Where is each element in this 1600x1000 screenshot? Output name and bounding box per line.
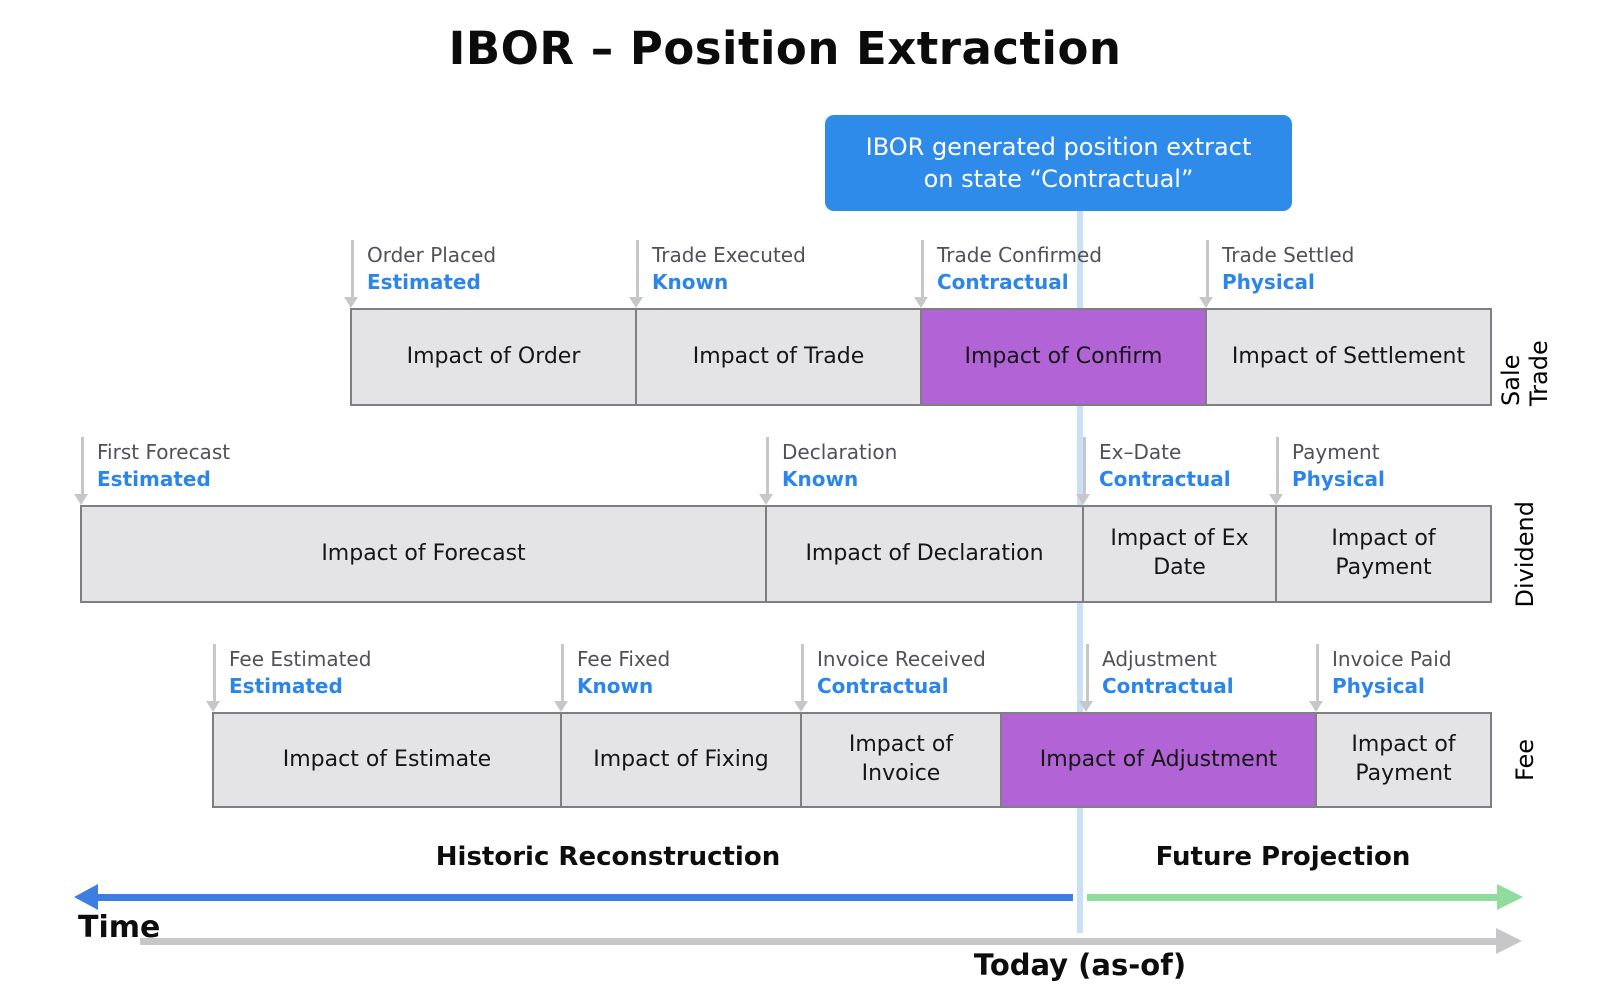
- today-asof-label: Today (as-of): [973, 948, 1187, 982]
- event-state: Physical: [1292, 467, 1385, 491]
- event-state: Known: [782, 467, 859, 491]
- historic-reconstruction-label: Historic Reconstruction: [435, 842, 781, 872]
- impact-segment: Impact of Invoice: [800, 712, 1002, 808]
- impact-segment: Impact of Trade: [635, 308, 922, 406]
- event-marker-arrow-icon: [206, 701, 220, 712]
- row-label: Sale Trade: [1497, 340, 1553, 406]
- future-arrow-head-icon: [1497, 884, 1523, 910]
- event-marker-line: [921, 240, 924, 297]
- event-marker-line: [1276, 437, 1279, 494]
- row-label: Dividend: [1511, 500, 1539, 608]
- impact-segment: Impact of Fixing: [560, 712, 802, 808]
- event-marker-line: [213, 644, 216, 701]
- event-state: Known: [652, 270, 729, 294]
- row-label-wrap: Sale Trade: [1497, 308, 1553, 406]
- event-marker-arrow-icon: [74, 494, 88, 505]
- callout-line-2: on state “Contractual”: [923, 165, 1194, 193]
- event-marker-line: [351, 240, 354, 297]
- event-marker-line: [81, 437, 84, 494]
- event-marker-arrow-icon: [1309, 701, 1323, 712]
- event-name: Ex–Date: [1099, 440, 1182, 464]
- event-state: Contractual: [817, 674, 949, 698]
- event-state: Known: [577, 674, 654, 698]
- event-marker-line: [561, 644, 564, 701]
- event-marker-line: [1206, 240, 1209, 297]
- impact-segment: Impact of Payment: [1315, 712, 1492, 808]
- event-marker-arrow-icon: [554, 701, 568, 712]
- event-state: Estimated: [367, 270, 481, 294]
- event-name: Invoice Paid: [1332, 647, 1452, 671]
- event-name: Order Placed: [367, 243, 497, 267]
- event-state: Physical: [1332, 674, 1425, 698]
- event-state: Estimated: [229, 674, 343, 698]
- event-marker-arrow-icon: [1076, 494, 1090, 505]
- event-marker-arrow-icon: [629, 297, 643, 308]
- row-label: Fee: [1511, 738, 1539, 782]
- event-marker-line: [1086, 644, 1089, 701]
- event-marker-line: [1083, 437, 1086, 494]
- historic-arrow-head-icon: [74, 884, 98, 910]
- event-marker-arrow-icon: [344, 297, 358, 308]
- event-marker-line: [1316, 644, 1319, 701]
- event-name: Fee Fixed: [577, 647, 671, 671]
- impact-segment: Impact of Estimate: [212, 712, 562, 808]
- event-marker-line: [766, 437, 769, 494]
- row-label-wrap: Fee: [1498, 712, 1552, 808]
- event-name: Fee Estimated: [229, 647, 372, 671]
- event-name: Declaration: [782, 440, 898, 464]
- impact-segment: Impact of Declaration: [765, 505, 1084, 603]
- event-marker-arrow-icon: [914, 297, 928, 308]
- page-title: IBOR – Position Extraction: [448, 22, 1122, 75]
- ibor-extract-callout: IBOR generated position extract on state…: [825, 115, 1292, 211]
- historic-arrow: [96, 894, 1073, 901]
- row-label-wrap: Dividend: [1498, 501, 1552, 607]
- event-name: Adjustment: [1102, 647, 1217, 671]
- callout-line-1: IBOR generated position extract: [865, 132, 1252, 161]
- impact-segment: Impact of Order: [350, 308, 637, 406]
- event-state: Contractual: [937, 270, 1069, 294]
- event-name: Trade Settled: [1222, 243, 1355, 267]
- event-marker-arrow-icon: [759, 494, 773, 505]
- event-state: Contractual: [1099, 467, 1231, 491]
- event-name: Payment: [1292, 440, 1380, 464]
- event-marker-arrow-icon: [1079, 701, 1093, 712]
- impact-segment: Impact of Payment: [1275, 505, 1492, 603]
- event-marker-line: [801, 644, 804, 701]
- event-name: Trade Executed: [652, 243, 806, 267]
- impact-segment: Impact of Forecast: [80, 505, 767, 603]
- event-marker-arrow-icon: [1269, 494, 1283, 505]
- impact-segment: Impact of Ex Date: [1082, 505, 1277, 603]
- event-state: Contractual: [1102, 674, 1234, 698]
- event-marker-arrow-icon: [794, 701, 808, 712]
- future-arrow: [1087, 894, 1499, 901]
- event-name: Trade Confirmed: [937, 243, 1102, 267]
- impact-segment: Impact of Adjustment: [1000, 712, 1317, 808]
- event-name: Invoice Received: [817, 647, 986, 671]
- future-projection-label: Future Projection: [1155, 842, 1411, 872]
- event-marker-arrow-icon: [1199, 297, 1213, 308]
- event-state: Estimated: [97, 467, 211, 491]
- event-marker-line: [636, 240, 639, 297]
- impact-segment: Impact of Settlement: [1205, 308, 1492, 406]
- time-axis-arrow-head-icon: [1496, 928, 1522, 954]
- event-state: Physical: [1222, 270, 1315, 294]
- impact-segment: Impact of Confirm: [920, 308, 1207, 406]
- time-axis-arrow: [140, 938, 1498, 945]
- event-name: First Forecast: [97, 440, 231, 464]
